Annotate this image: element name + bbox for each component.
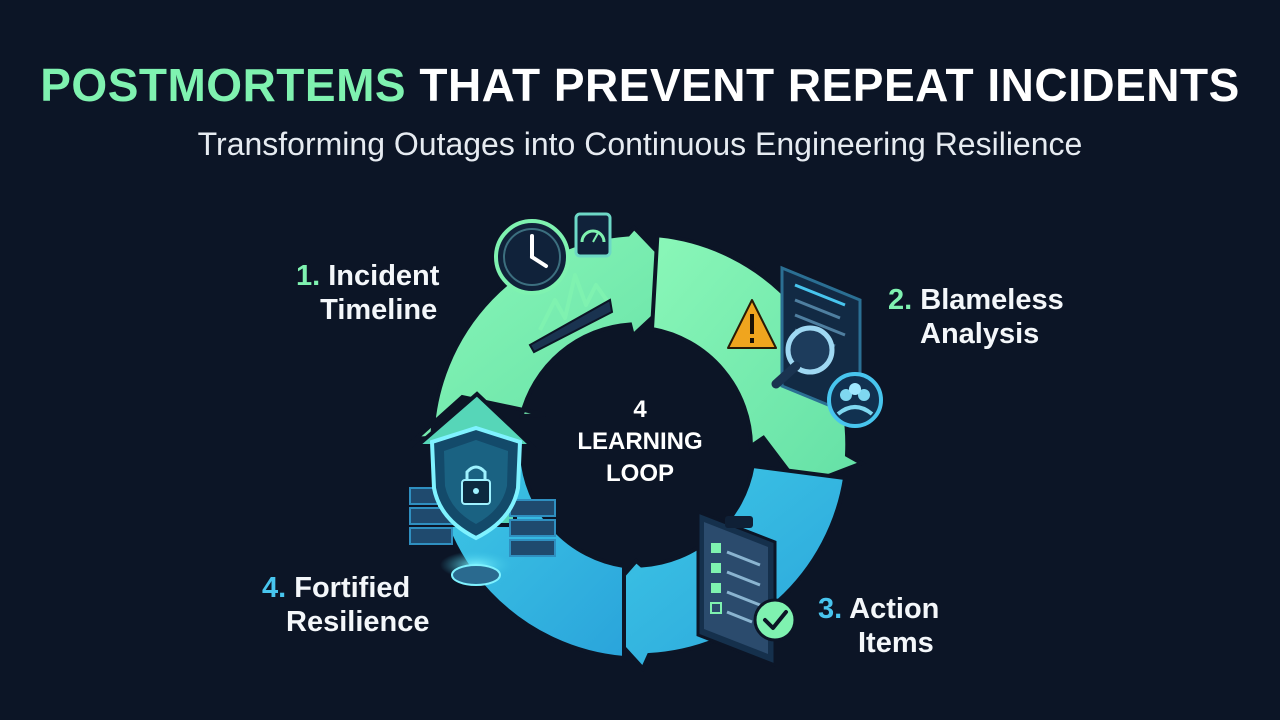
- clipboard-checklist-icon: [696, 509, 797, 668]
- title-rest: THAT PREVENT REPEAT INCIDENTS: [419, 59, 1240, 111]
- magnifier-warning-icon: [727, 265, 883, 428]
- loop-segment-2: [649, 233, 867, 490]
- clock-chart-icon: [494, 212, 614, 354]
- step-3-line2: Items: [858, 627, 934, 659]
- shield-lock-icon: [409, 425, 556, 586]
- page-title: POSTMORTEMS THAT PREVENT REPEAT INCIDENT…: [0, 58, 1280, 112]
- title-accent: POSTMORTEMS: [40, 59, 407, 111]
- loop-label-line2: LOOP: [605, 460, 674, 487]
- step-2-line2: Analysis: [920, 318, 1040, 350]
- loop-label-line1: LEARNING: [577, 428, 703, 455]
- step-4-label: 4. Fortified Resilience: [262, 571, 429, 639]
- step-1-line2: Timeline: [320, 294, 438, 326]
- step-3-number: 3.: [818, 593, 843, 625]
- step-1-line1: Incident: [328, 260, 440, 292]
- loop-center-label: 4 LEARNING LOOP: [555, 394, 725, 490]
- step-4-line1: Fortified: [294, 572, 411, 604]
- step-4-number: 4.: [262, 572, 287, 604]
- step-3-line1: Action: [849, 593, 940, 625]
- step-1-number: 1.: [296, 260, 321, 292]
- step-2-label: 2. Blameless Analysis: [888, 283, 1064, 351]
- step-2-number: 2.: [888, 284, 913, 316]
- step-3-label: 3. Action Items: [818, 592, 939, 660]
- step-4-line2: Resilience: [286, 606, 430, 638]
- step-1-label: 1. Incident Timeline: [296, 259, 439, 327]
- loop-count: 4: [633, 396, 647, 423]
- step-2-line1: Blameless: [920, 284, 1064, 316]
- page-subtitle: Transforming Outages into Continuous Eng…: [197, 126, 1083, 162]
